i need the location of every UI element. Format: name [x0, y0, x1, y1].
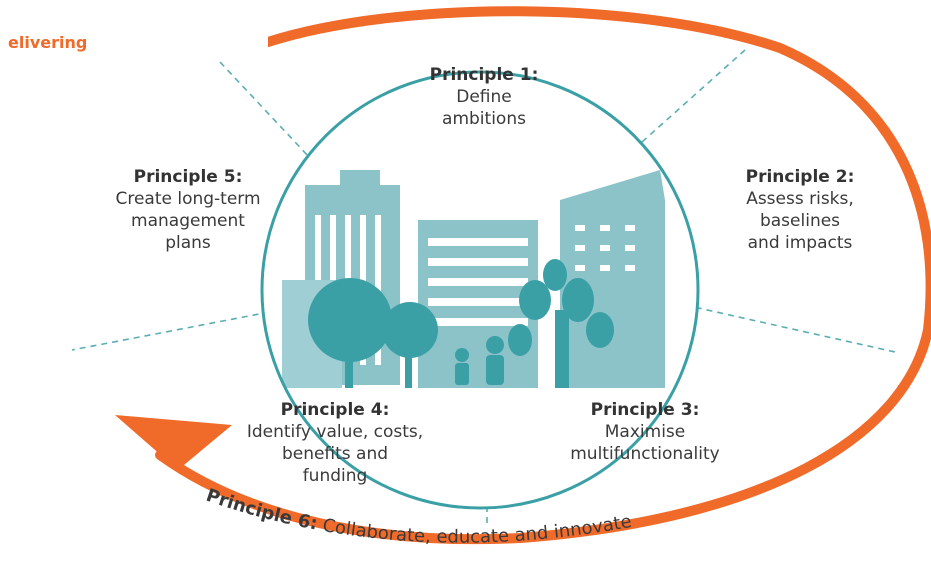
principle-4: Principle 4: Identify value, costs, bene…	[200, 399, 470, 487]
divider-right	[684, 304, 896, 353]
principle-3: Principle 3: Maximise multifunctionality	[525, 399, 765, 465]
principle-4-text: Identify value, costs, benefits and fund…	[246, 422, 424, 486]
divider-left	[71, 309, 281, 351]
principle-3-text: Maximise multifunctionality	[570, 422, 720, 464]
principle-5: Principle 5: Create long-term management…	[58, 166, 318, 254]
principle-5-text: Create long-term management plans	[115, 189, 261, 253]
principle-2: Principle 2: Assess risks, baselines and…	[695, 166, 905, 254]
principle-2-text: Assess risks, baselines and impacts	[746, 189, 854, 253]
principle-4-title: Principle 4:	[280, 400, 390, 420]
cycle-arrow-icon	[115, 6, 931, 545]
principle-6-title: Principle 6:	[203, 485, 319, 535]
principle-2-title: Principle 2:	[745, 167, 855, 187]
principle-1-text: Define ambitions	[442, 87, 526, 129]
principle-1: Principle 1: Define ambitions	[384, 64, 584, 130]
principle-3-title: Principle 3:	[590, 400, 700, 420]
principle-6-text: Collaborate, educate and innovate	[315, 511, 633, 548]
principle-5-title: Principle 5:	[133, 167, 243, 187]
corner-label: elivering	[8, 33, 88, 52]
principle-1-title: Principle 1:	[429, 65, 539, 85]
city-illustration-icon	[260, 70, 700, 510]
